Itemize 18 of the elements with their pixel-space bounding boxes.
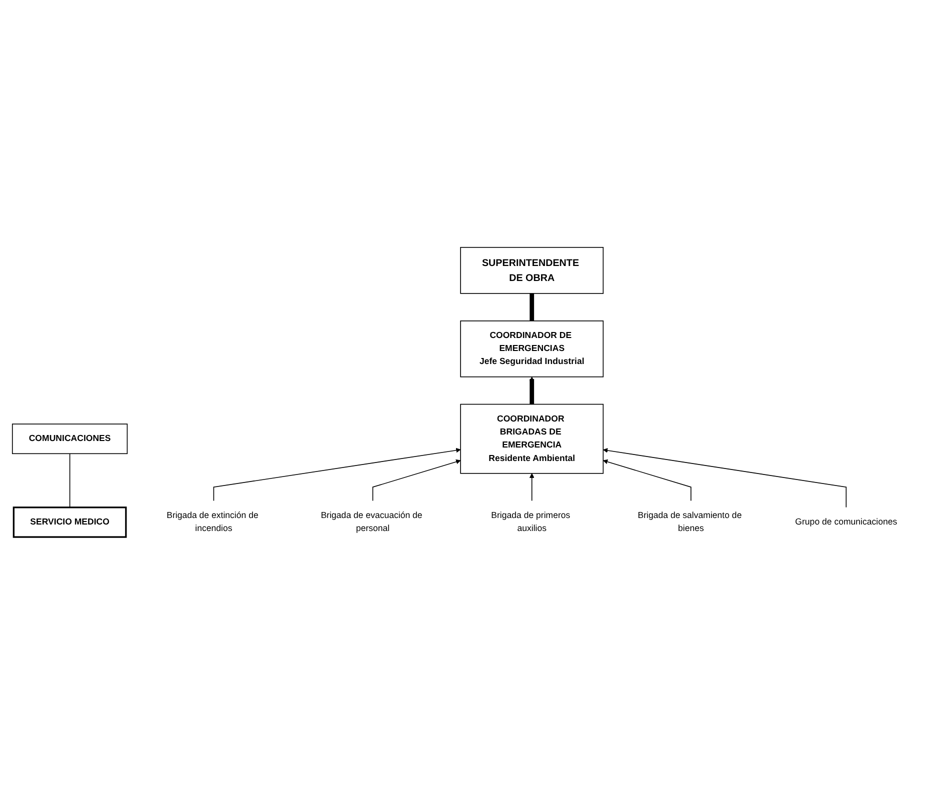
arrow [529, 472, 534, 501]
node-text: Brigada de primeros auxilios [491, 510, 570, 533]
arrow [602, 458, 692, 501]
node-text: Brigada de evacuación de personal [320, 510, 422, 533]
arrow [602, 448, 847, 508]
node-text: Brigada de extinción de incendios [166, 510, 258, 533]
node-box: COORDINADOR BRIGADAS DE EMERGENCIA Residente Ambiental [460, 403, 604, 474]
node-box: SERVICIO MEDICO [12, 506, 127, 538]
connector [530, 292, 534, 320]
node-box: SUPERINTENDENTE DE OBRA [460, 246, 604, 294]
node-text: Brigada de salvamiento de bienes [638, 510, 742, 533]
node-box: COORDINADOR DE EMERGENCIAS Jefe Seguridad Industrial [460, 320, 604, 377]
connector [69, 452, 70, 508]
node-text: Grupo de comunicaciones [795, 516, 898, 526]
node-box: COMUNICACIONES [12, 423, 128, 454]
arrow [213, 447, 461, 501]
arrow [372, 458, 461, 501]
arrow [529, 376, 534, 404]
